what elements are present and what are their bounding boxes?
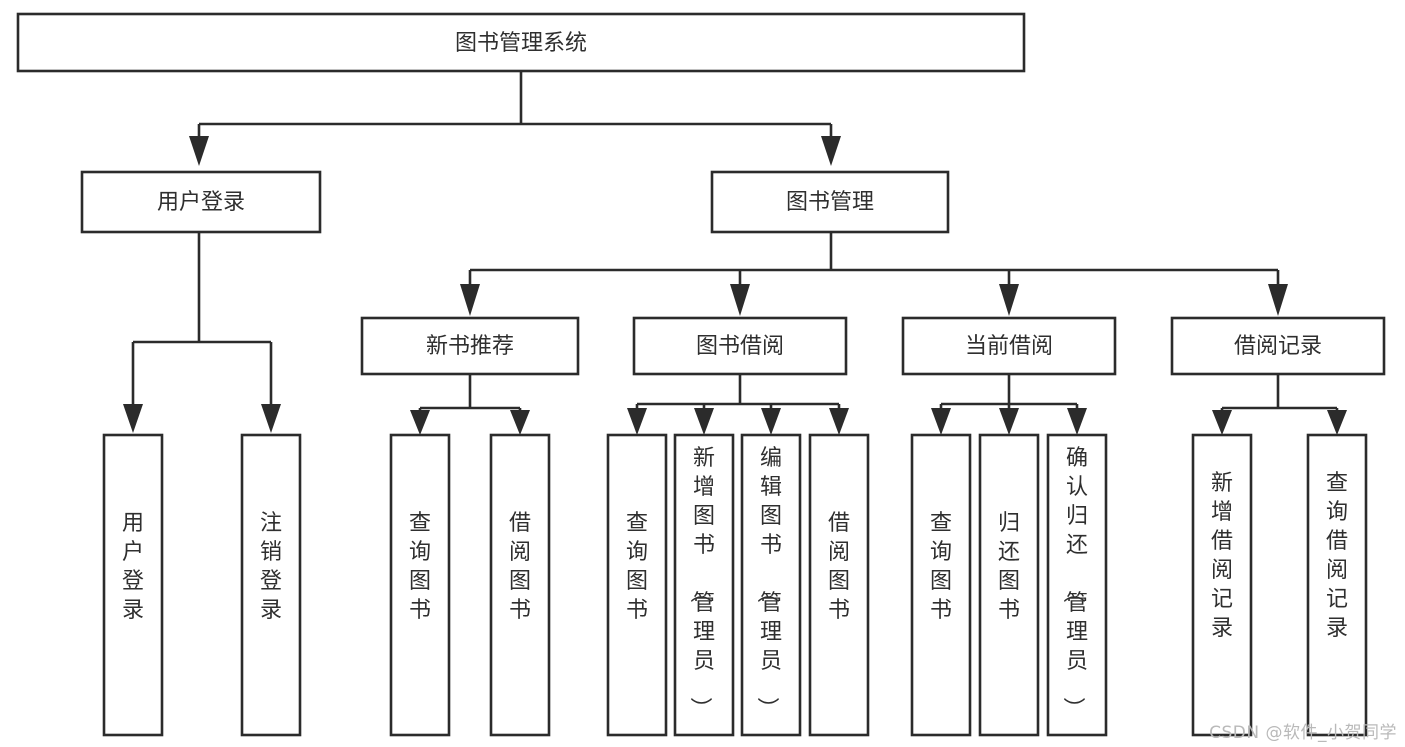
leaf-current-0-box[interactable] — [910, 433, 972, 737]
leaf-current-1[interactable]: 归还图书 — [978, 433, 1040, 737]
arrow-root-to-user-login — [189, 136, 209, 166]
leaf-recommend-1-box[interactable] — [489, 433, 551, 737]
arrow-user-login-leaf-1 — [261, 404, 281, 433]
node-borrow-record-label: 借阅记录 — [1234, 334, 1322, 359]
leaf-borrow-3[interactable]: 借阅图书 — [808, 433, 870, 737]
leaf-borrow-1[interactable]: 新增图书（管理员） — [673, 433, 735, 737]
arrow-root-to-book-mgmt — [821, 136, 841, 166]
arrow-borrow-leaf-2 — [761, 408, 781, 435]
leaf-user-login-1-box[interactable] — [240, 433, 302, 737]
arrow-borrow-leaf-0 — [627, 408, 647, 435]
node-book-borrow-box[interactable] — [632, 316, 848, 376]
leaf-record-0-box[interactable] — [1191, 433, 1253, 737]
leaf-recommend-1-label: 借阅图书 — [509, 511, 531, 623]
arrow-current-leaf-2 — [1067, 408, 1087, 435]
leaf-borrow-2[interactable]: 编辑图书（管理员） — [740, 433, 802, 737]
leaf-user-login-1[interactable]: 注销登录 — [240, 433, 302, 737]
leaf-borrow-3-label: 借阅图书 — [828, 511, 850, 623]
arrow-recommend-leaf-1 — [510, 410, 530, 435]
leaf-record-1-box[interactable] — [1306, 433, 1368, 737]
node-root-box[interactable] — [16, 12, 1026, 73]
arrow-borrow-leaf-1 — [694, 408, 714, 435]
node-user-login[interactable]: 用户登录 — [80, 170, 322, 234]
arrow-book-mgmt-child-0 — [460, 284, 480, 316]
arrow-book-mgmt-child-1 — [730, 284, 750, 316]
leaf-current-1-label: 归还图书 — [998, 511, 1020, 623]
arrow-user-login-leaf-0 — [123, 404, 143, 433]
node-user-login-label: 用户登录 — [157, 190, 245, 215]
leaf-borrow-2-box[interactable] — [740, 433, 802, 737]
connector-layer — [123, 71, 1347, 435]
node-new-book-recommend-box[interactable] — [360, 316, 580, 376]
leaf-current-0[interactable]: 查询图书 — [910, 433, 972, 737]
leaf-recommend-0-label: 查询图书 — [409, 511, 431, 623]
node-current-borrow-label: 当前借阅 — [965, 334, 1053, 359]
leaf-record-1-label: 查询借阅记录 — [1326, 471, 1348, 641]
node-new-book-recommend-label: 新书推荐 — [426, 334, 514, 359]
leaf-borrow-2-label: 编辑图书（管理员） — [754, 446, 782, 719]
leaf-user-login-0[interactable]: 用户登录 — [102, 433, 164, 737]
arrow-book-mgmt-child-2 — [999, 284, 1019, 316]
leaf-user-login-0-label: 用户登录 — [122, 511, 144, 623]
arrow-record-leaf-0 — [1212, 410, 1232, 435]
leaf-record-1[interactable]: 查询借阅记录 — [1306, 433, 1368, 737]
node-new-book-recommend[interactable]: 新书推荐 — [360, 316, 580, 376]
arrow-borrow-leaf-3 — [829, 408, 849, 435]
leaf-current-2[interactable]: 确认归还（管理员） — [1046, 433, 1108, 737]
node-root[interactable]: 图书管理系统 — [16, 12, 1026, 73]
arrow-recommend-leaf-0 — [410, 410, 430, 435]
leaf-user-login-1-label: 注销登录 — [260, 511, 282, 623]
node-current-borrow-box[interactable] — [901, 316, 1117, 376]
node-book-borrow[interactable]: 图书借阅 — [632, 316, 848, 376]
leaf-borrow-0[interactable]: 查询图书 — [606, 433, 668, 737]
node-borrow-record-box[interactable] — [1170, 316, 1386, 376]
leaf-record-0-label: 新增借阅记录 — [1211, 471, 1233, 641]
leaf-recommend-0-box[interactable] — [389, 433, 451, 737]
leaf-recommend-1[interactable]: 借阅图书 — [489, 433, 551, 737]
leaf-borrow-0-label: 查询图书 — [626, 511, 648, 623]
node-book-management-label: 图书管理 — [786, 190, 874, 215]
leaf-record-0[interactable]: 新增借阅记录 — [1191, 433, 1253, 737]
node-root-label: 图书管理系统 — [455, 31, 587, 56]
leaf-borrow-1-label: 新增图书（管理员） — [687, 446, 715, 719]
arrow-book-mgmt-child-3 — [1268, 284, 1288, 316]
node-book-management[interactable]: 图书管理 — [710, 170, 950, 234]
leaf-current-2-box[interactable] — [1046, 433, 1108, 737]
node-borrow-record[interactable]: 借阅记录 — [1170, 316, 1386, 376]
leaf-current-0-label: 查询图书 — [930, 511, 952, 623]
node-user-login-box[interactable] — [80, 170, 322, 234]
node-current-borrow[interactable]: 当前借阅 — [901, 316, 1117, 376]
node-book-management-box[interactable] — [710, 170, 950, 234]
arrow-record-leaf-1 — [1327, 410, 1347, 435]
leaf-user-login-0-box[interactable] — [102, 433, 164, 737]
csdn-watermark: CSDN @软件_小贺同学 — [1209, 723, 1397, 743]
leaf-current-1-box[interactable] — [978, 433, 1040, 737]
leaf-borrow-3-box[interactable] — [808, 433, 870, 737]
node-book-borrow-label: 图书借阅 — [696, 334, 784, 359]
arrow-current-leaf-0 — [931, 408, 951, 435]
leaf-recommend-0[interactable]: 查询图书 — [389, 433, 451, 737]
leaf-current-2-label: 确认归还（管理员） — [1060, 446, 1088, 719]
leaf-borrow-1-box[interactable] — [673, 433, 735, 737]
arrow-current-leaf-1 — [999, 408, 1019, 435]
leaf-borrow-0-box[interactable] — [606, 433, 668, 737]
